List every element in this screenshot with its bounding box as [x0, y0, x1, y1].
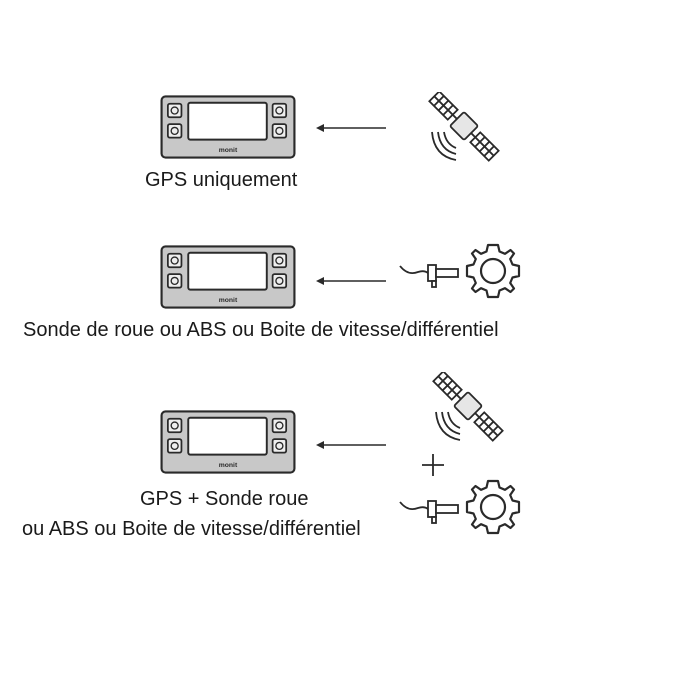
plus-icon — [422, 454, 444, 476]
device-unit: monit — [160, 245, 296, 309]
caption-wheel-sensor: Sonde de roue ou ABS ou Boite de vitesse… — [23, 319, 499, 341]
device-unit: monit — [160, 410, 296, 474]
device-brand-label: monit — [219, 297, 238, 304]
wheel-sensor-icon — [398, 494, 468, 524]
caption-gps-plus-sensor-line2: ou ABS ou Boite de vitesse/différentiel — [22, 518, 361, 540]
caption-gps-plus-sensor-line1: GPS + Sonde roue — [140, 488, 309, 510]
gear-icon — [463, 241, 523, 301]
device-brand-label: monit — [219, 462, 238, 469]
gear-icon — [463, 477, 523, 537]
satellite-icon — [424, 92, 504, 172]
satellite-icon — [428, 372, 508, 452]
device-unit: monit — [160, 95, 296, 159]
arrow-left — [316, 441, 386, 449]
device-brand-label: monit — [219, 147, 238, 154]
caption-gps-only: GPS uniquement — [145, 169, 298, 191]
arrow-left — [316, 277, 386, 285]
arrow-left — [316, 124, 386, 132]
wheel-sensor-icon — [398, 258, 468, 288]
